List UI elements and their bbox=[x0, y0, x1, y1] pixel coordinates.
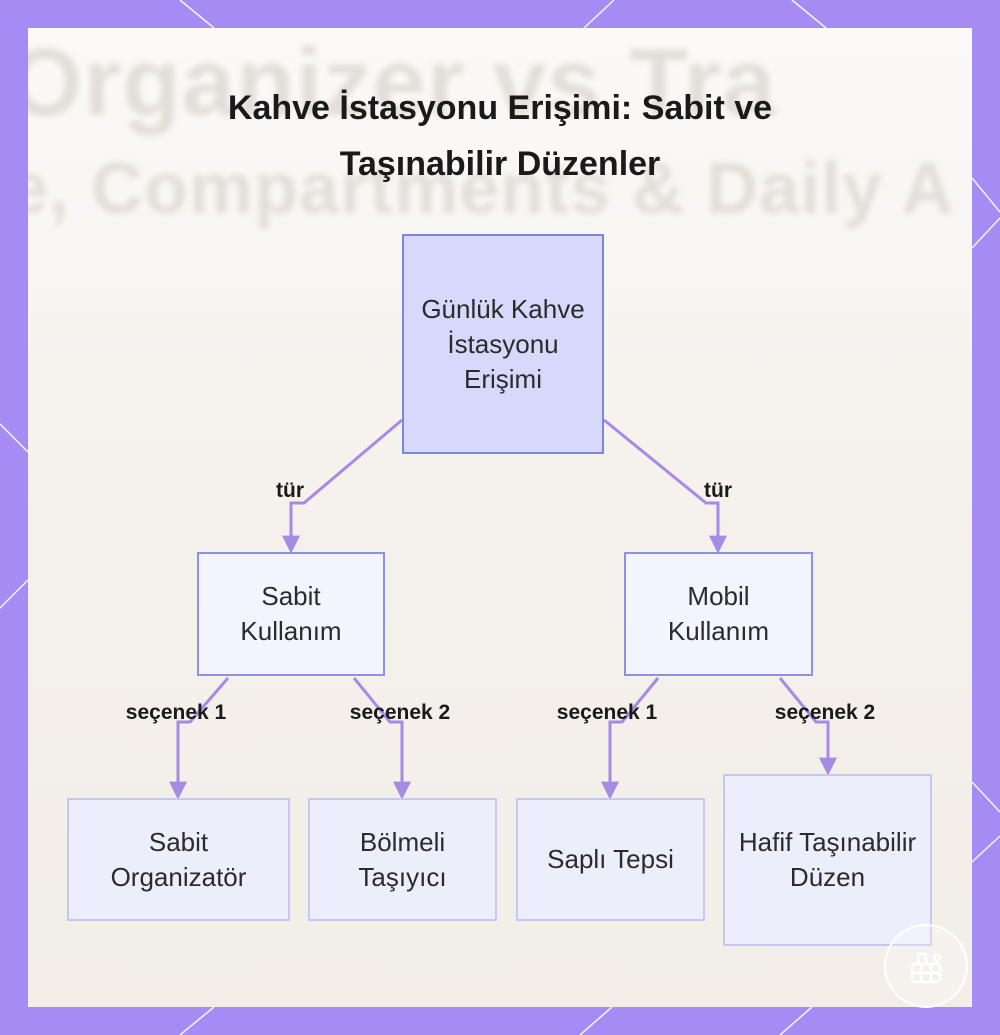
diagram-title-line-2: Taşınabilir Düzenler bbox=[339, 145, 661, 183]
node-mobile-use: Mobil Kullanım bbox=[624, 552, 813, 676]
edge-mobile-opt2 bbox=[778, 677, 837, 776]
edge-label-root-to-fixed: tür bbox=[276, 479, 304, 502]
node-light-portable-layout: Hafif Taşınabilir Düzen bbox=[723, 774, 932, 946]
edge-root-to-fixed bbox=[282, 418, 403, 554]
edge-label-fixed-opt2: seçenek 2 bbox=[349, 701, 451, 724]
edge-fixed-opt2 bbox=[352, 677, 411, 800]
edge-label-mobile-opt2: seçenek 2 bbox=[774, 701, 876, 724]
edge-label-fixed-opt1: seçenek 1 bbox=[125, 701, 227, 724]
edge-root-to-mobile bbox=[603, 418, 727, 554]
node-handled-tray: Saplı Tepsi bbox=[516, 798, 705, 921]
brand-logo-icon bbox=[884, 924, 968, 1008]
edge-fixed-opt1 bbox=[169, 677, 230, 800]
diagram-title: Kahve İstasyonu Erişimi: Sabit ve Taşına… bbox=[0, 80, 1000, 192]
diagram-title-line-1: Kahve İstasyonu Erişimi: Sabit ve bbox=[227, 89, 773, 127]
node-daily-coffee-access: Günlük Kahve İstasyonu Erişimi bbox=[402, 234, 604, 454]
edge-label-mobile-opt1: seçenek 1 bbox=[556, 701, 658, 724]
background-text-line-2: e, Compartments & Daily A bbox=[28, 149, 955, 229]
node-compartment-carrier: Bölmeli Taşıyıcı bbox=[308, 798, 497, 921]
edge-label-root-to-mobile: tür bbox=[704, 479, 732, 502]
edge-mobile-opt1 bbox=[601, 677, 660, 800]
node-fixed-organizer: Sabit Organizatör bbox=[67, 798, 290, 921]
background-text-line-1: Organizer vs Tra bbox=[28, 29, 777, 136]
node-fixed-use: Sabit Kullanım bbox=[197, 552, 385, 676]
